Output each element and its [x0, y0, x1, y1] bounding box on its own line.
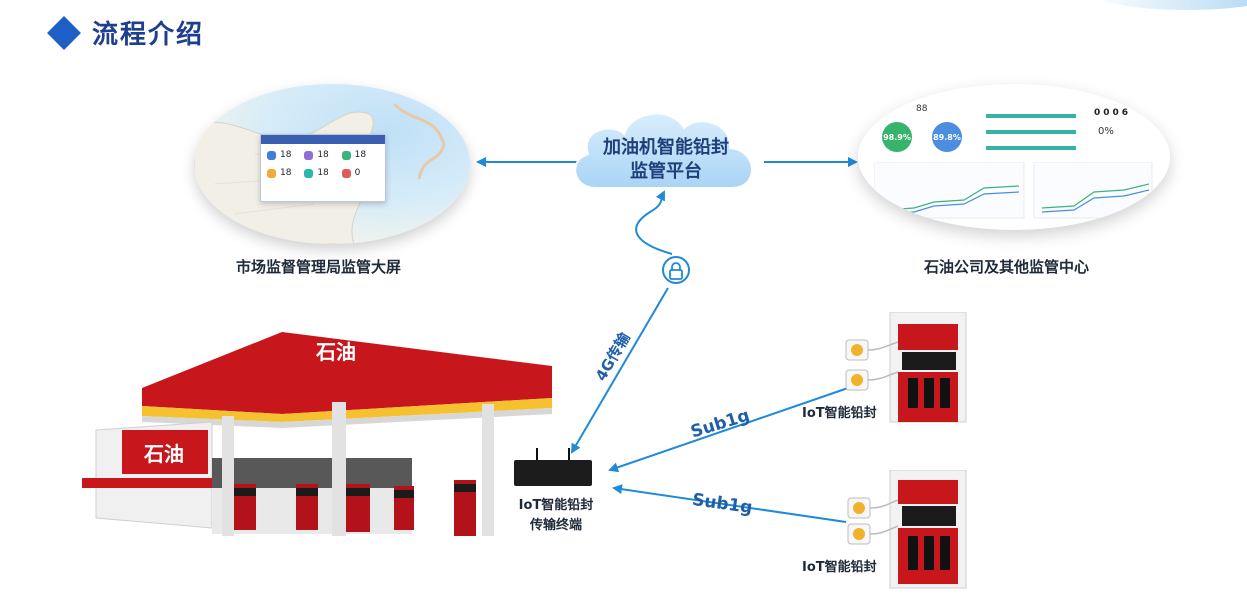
popup-stat: 18 — [304, 150, 341, 160]
dispensers — [234, 480, 476, 536]
right-screen-caption: 石油公司及其他监管中心 — [924, 258, 1090, 276]
fuel-dispenser-top — [845, 312, 967, 423]
platform-line1: 加油机智能铅封 — [603, 137, 729, 158]
lock-icon — [669, 269, 683, 280]
progress-list — [986, 102, 1076, 154]
popup-stat: 18 — [304, 168, 341, 178]
canopy-brand: 石油 — [316, 340, 356, 364]
fuel-dispenser-bottom — [847, 470, 967, 589]
platform-line2: 监管平台 — [630, 161, 702, 182]
arrow-seal1-to-terminal — [608, 387, 849, 473]
terminal-label-line2: 传输终端 — [529, 518, 582, 533]
arrow-4g-to-terminal — [570, 287, 669, 454]
popup-stat: 18 — [341, 150, 379, 160]
stat-icon — [304, 150, 314, 160]
store-brand: 石油 — [144, 442, 184, 466]
popup-stat: 18 — [267, 150, 304, 160]
stat-icon — [267, 168, 276, 178]
dashboard-kpi: 88 — [916, 104, 928, 114]
seal-label-top: IoT智能铅封 — [802, 406, 877, 421]
popup-header — [261, 135, 385, 144]
antenna — [568, 448, 570, 460]
popup-stat: 0 — [341, 168, 379, 178]
market-supervision-screen: 18 18 18 18 18 0 — [194, 84, 470, 244]
popup-stat: 18 — [267, 168, 304, 178]
page-header: 流程介绍 — [47, 14, 205, 51]
stat-icon — [341, 150, 351, 160]
map-popup-card: 18 18 18 18 18 0 — [260, 134, 386, 202]
arrow-to-platform — [635, 190, 673, 255]
arrow-seal2-to-terminal — [612, 484, 847, 523]
page-title: 流程介绍 — [92, 20, 205, 50]
stat-icon — [341, 168, 351, 178]
antenna — [536, 448, 538, 460]
cloud-icon — [574, 112, 753, 189]
left-screen-caption: 市场监督管理局监管大屏 — [236, 258, 402, 276]
gauge-blue: 89.8% — [932, 122, 962, 152]
platform-label: 加油机智能铅封 监管平台 — [566, 136, 766, 184]
terminal-label: IoT智能铅封 传输终端 — [498, 496, 614, 536]
gauge-green: 98.9% — [882, 122, 912, 152]
stat-icon — [267, 150, 276, 160]
percent-ring: 0% — [1098, 126, 1114, 137]
stat-icon — [304, 168, 314, 178]
terminal-label-line1: IoT智能铅封 — [518, 498, 594, 513]
terminal-device — [514, 448, 592, 486]
gas-station-illustration — [82, 332, 552, 536]
trend-charts — [874, 162, 1153, 219]
seal-label-bottom: IoT智能铅封 — [802, 560, 877, 575]
corner-decoration — [1087, 0, 1247, 10]
